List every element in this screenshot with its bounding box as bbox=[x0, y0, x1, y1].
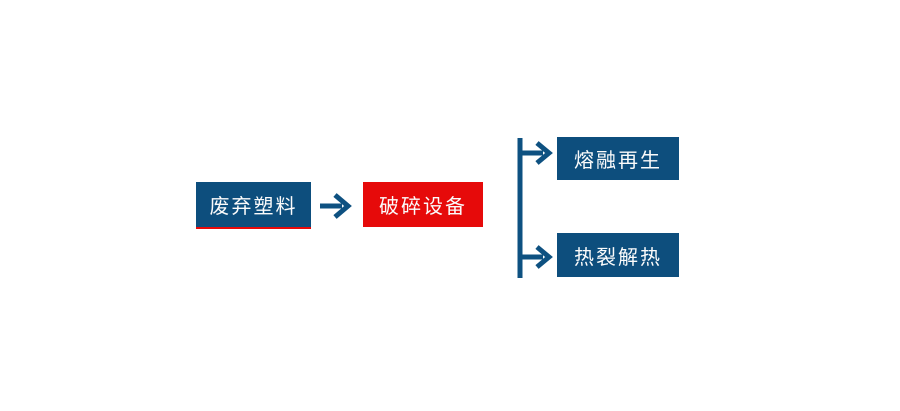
branch-arrow-bottom-icon bbox=[520, 245, 553, 269]
node-pyrolysis-heat: 热裂解热 bbox=[557, 233, 679, 277]
node-waste-plastic: 废弃塑料 bbox=[196, 182, 311, 229]
node-crushing-equipment: 破碎设备 bbox=[363, 182, 483, 227]
node-crushing-equipment-label: 破碎设备 bbox=[379, 194, 467, 218]
node-pyrolysis-heat-label: 热裂解热 bbox=[574, 244, 662, 269]
branch-connector bbox=[517, 138, 553, 278]
node-melt-regeneration-label: 熔融再生 bbox=[574, 148, 662, 172]
flow-arrow-right-icon bbox=[320, 193, 352, 219]
node-waste-plastic-label: 废弃塑料 bbox=[209, 194, 298, 218]
node-melt-regeneration: 熔融再生 bbox=[557, 137, 679, 180]
branch-arrow-top-icon bbox=[520, 141, 553, 165]
